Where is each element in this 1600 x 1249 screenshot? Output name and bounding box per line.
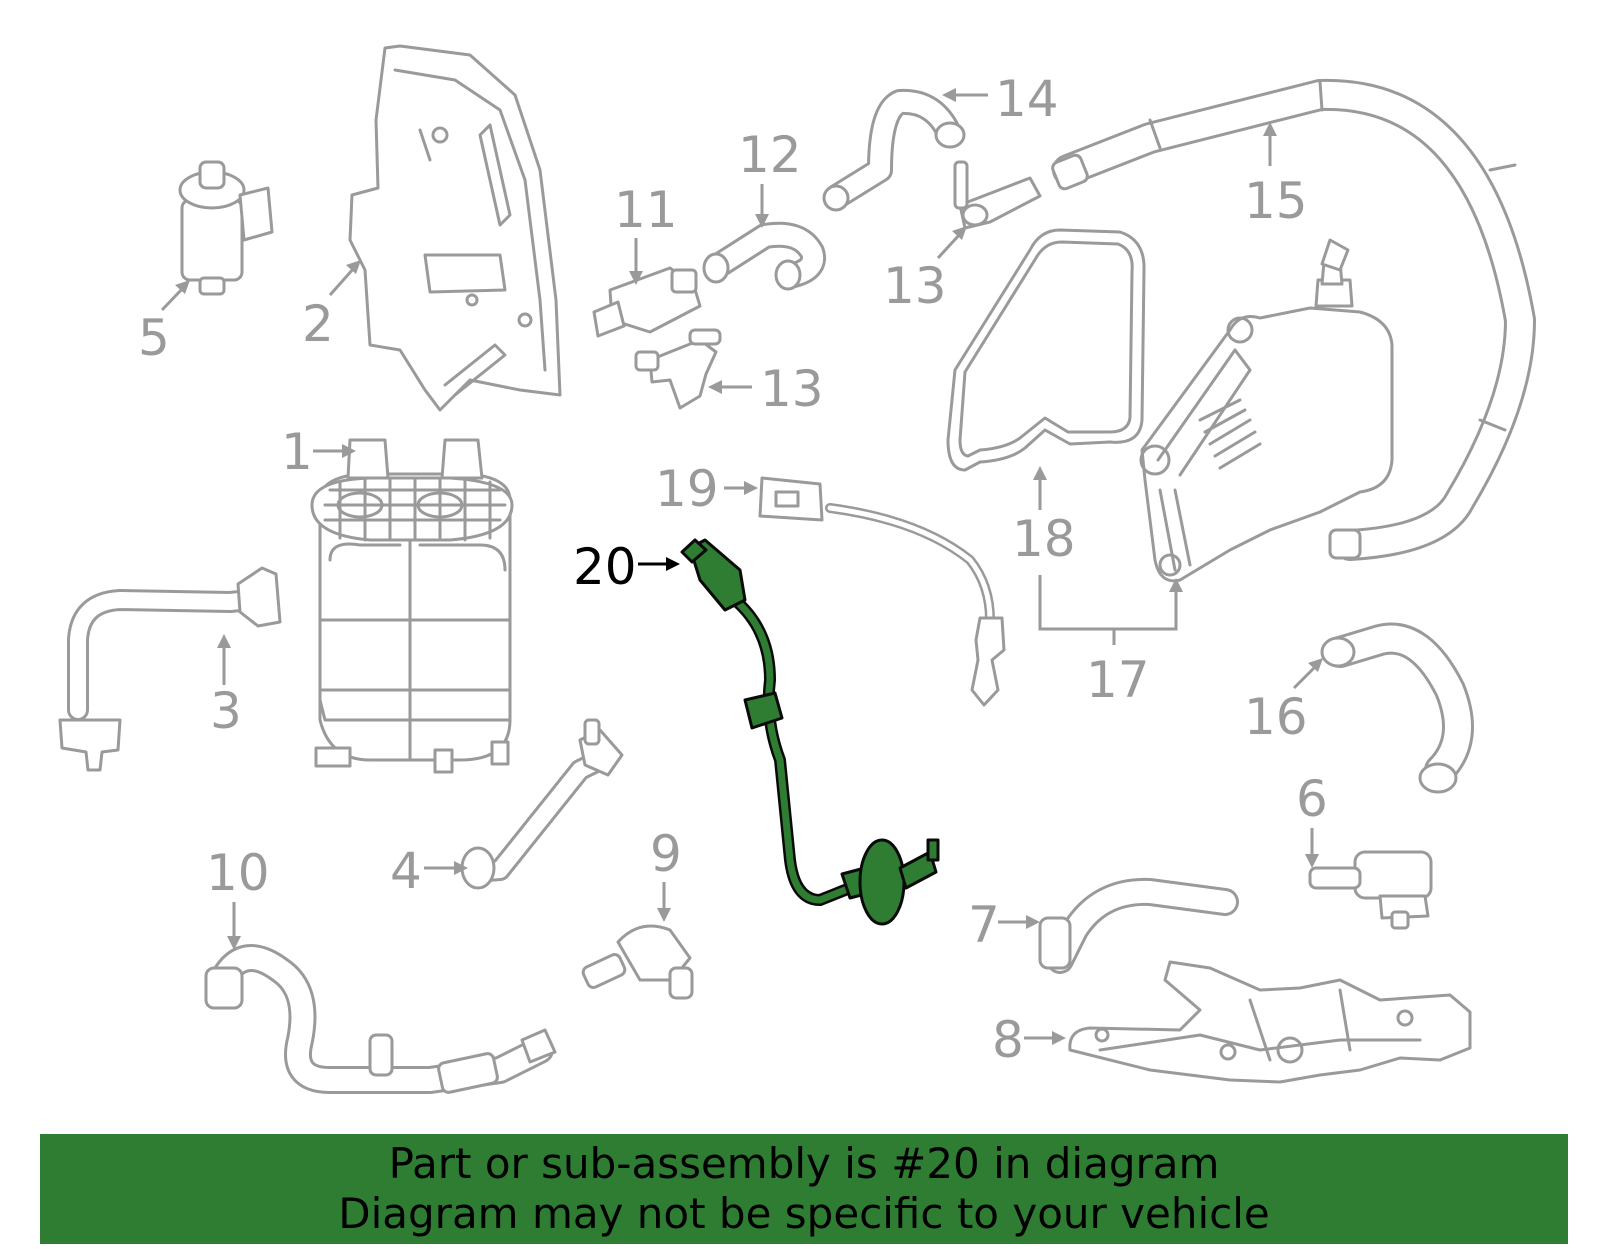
svg-text:20: 20 xyxy=(573,538,637,596)
callout-8: 8 xyxy=(992,1011,1066,1069)
svg-text:13: 13 xyxy=(883,257,947,315)
svg-text:18: 18 xyxy=(1012,510,1076,568)
svg-text:14: 14 xyxy=(995,70,1059,128)
svg-text:6: 6 xyxy=(1296,770,1328,828)
part-16-hose xyxy=(1320,622,1474,794)
svg-text:19: 19 xyxy=(655,460,719,518)
callout-19: 19 xyxy=(655,460,758,518)
callout-2: 2 xyxy=(302,260,361,353)
svg-text:16: 16 xyxy=(1244,688,1308,746)
callout-20: 20 xyxy=(573,538,680,596)
callout-4: 4 xyxy=(390,842,468,900)
callout-5: 5 xyxy=(138,280,190,367)
part-7-hose xyxy=(1038,877,1239,974)
part-13-fitting-upper xyxy=(953,160,1042,230)
part-5-purge-valve xyxy=(178,160,274,296)
callout-10: 10 xyxy=(206,844,270,950)
part-18-gasket xyxy=(946,228,1146,472)
svg-text:8: 8 xyxy=(992,1011,1024,1069)
banner-line-disclaimer: Diagram may not be specific to your vehi… xyxy=(338,1189,1270,1238)
svg-text:1: 1 xyxy=(281,423,313,481)
svg-text:4: 4 xyxy=(390,842,422,900)
part-12-hose xyxy=(702,221,826,291)
part-11-connector xyxy=(592,266,702,338)
part-8-bracket xyxy=(1068,960,1472,1084)
svg-text:7: 7 xyxy=(968,896,1000,954)
svg-text:11: 11 xyxy=(614,181,678,239)
part-4-hose xyxy=(460,718,624,890)
part-9-valve xyxy=(581,924,694,1000)
svg-text:15: 15 xyxy=(1244,172,1308,230)
callout-16: 16 xyxy=(1244,658,1323,746)
part-6-valve xyxy=(1308,850,1433,930)
svg-text:2: 2 xyxy=(302,295,334,353)
part-10-hose xyxy=(204,944,557,1094)
svg-text:13: 13 xyxy=(760,360,824,418)
callout-17: 17 xyxy=(1038,575,1183,709)
callout-18: 18 xyxy=(1012,466,1076,568)
banner-line-part-number: Part or sub-assembly is #20 in diagram xyxy=(388,1139,1220,1188)
callout-3: 3 xyxy=(210,634,242,740)
callout-11: 11 xyxy=(614,181,678,285)
part-3-hose xyxy=(58,566,282,772)
callout-13a: 13 xyxy=(883,226,967,315)
callout-7: 7 xyxy=(968,896,1040,954)
part-2-heat-shield xyxy=(348,44,562,412)
part-13-fitting-lower xyxy=(634,328,722,410)
callout-6: 6 xyxy=(1296,770,1328,868)
svg-text:5: 5 xyxy=(138,309,170,367)
callout-1: 1 xyxy=(281,423,356,481)
part-1-canister xyxy=(310,438,514,774)
svg-text:12: 12 xyxy=(738,126,802,184)
part-19-sensor xyxy=(758,476,1006,707)
callout-13b: 13 xyxy=(708,360,824,418)
svg-text:3: 3 xyxy=(210,682,242,740)
part-15-hose xyxy=(1051,78,1536,561)
svg-text:17: 17 xyxy=(1086,651,1150,709)
callout-15: 15 xyxy=(1244,122,1308,230)
svg-text:9: 9 xyxy=(650,825,682,883)
svg-text:10: 10 xyxy=(206,844,270,902)
part-20-oxygen-sensor xyxy=(680,538,940,926)
callout-14: 14 xyxy=(942,70,1059,128)
callout-12: 12 xyxy=(738,126,802,228)
info-banner: Part or sub-assembly is #20 in diagram D… xyxy=(40,1134,1568,1244)
callout-9: 9 xyxy=(650,825,682,922)
part-17-reservoir xyxy=(1139,238,1394,583)
part-14-hose xyxy=(822,88,966,212)
